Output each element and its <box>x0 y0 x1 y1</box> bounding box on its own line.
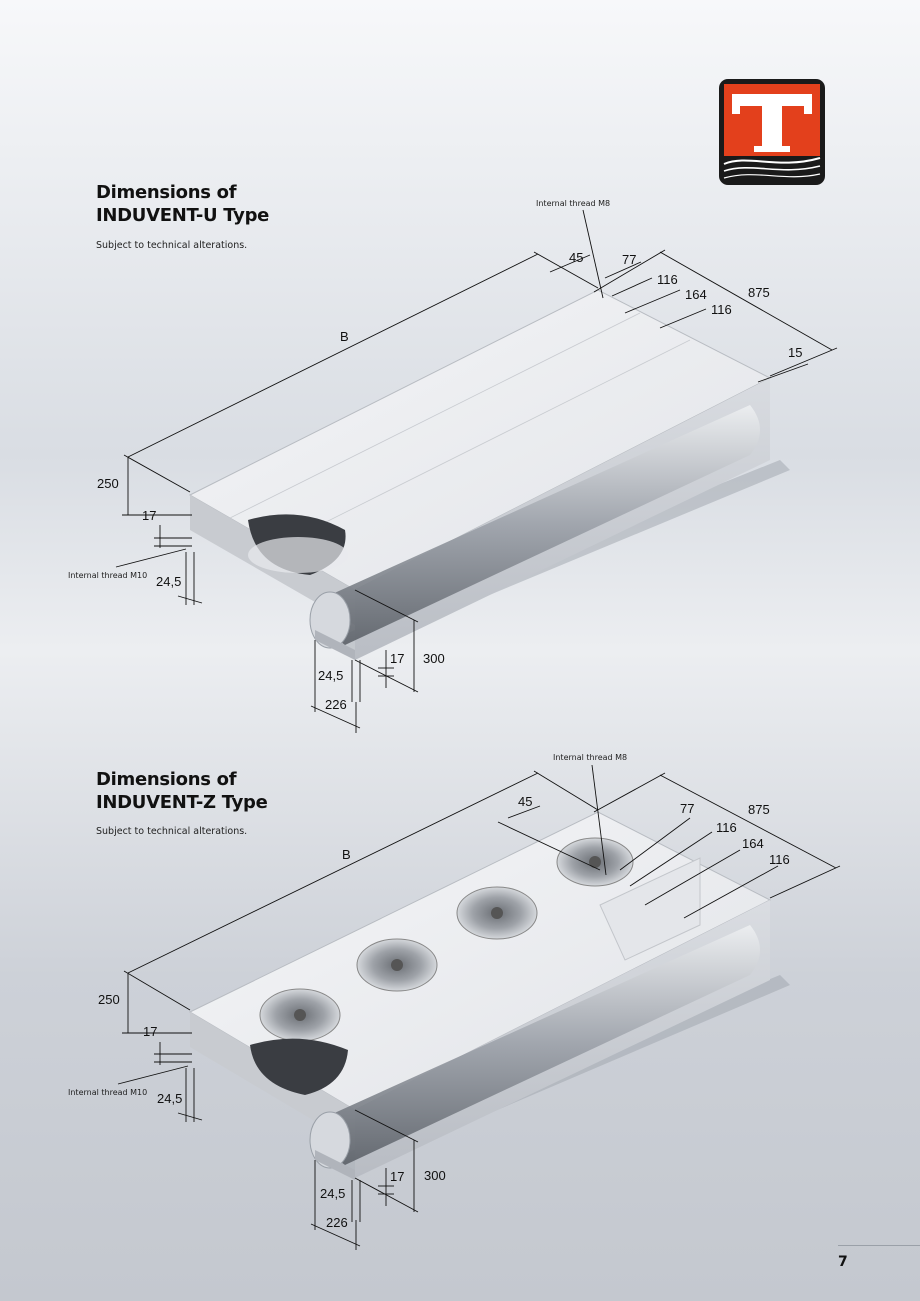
z-dim-24-5-b: 24,5 <box>320 1186 345 1201</box>
u-dim-45: 45 <box>569 250 583 265</box>
z-dim-226: 226 <box>326 1215 348 1230</box>
u-thread-m10: Internal thread M10 <box>68 571 147 580</box>
z-fan-3 <box>456 886 538 940</box>
z-dim-45: 45 <box>518 794 532 809</box>
z-thread-m8: Internal thread M8 <box>553 753 627 762</box>
z-fan-4 <box>556 837 634 887</box>
z-dim-164: 164 <box>742 836 764 851</box>
page-number: 7 <box>838 1254 848 1270</box>
u-dim-17-b: 17 <box>390 651 404 666</box>
z-technical-note: Subject to technical alterations. <box>96 826 248 837</box>
z-dim-250: 250 <box>98 992 120 1007</box>
z-dim-24-5-a: 24,5 <box>157 1091 182 1106</box>
u-dim-15: 15 <box>788 345 802 360</box>
z-heading-line2: INDUVENT-Z Type <box>96 792 268 813</box>
z-type-diagram: B Internal thread M8 45 77 116 164 116 8… <box>68 753 841 1250</box>
u-dim-24-5-a: 24,5 <box>156 574 181 589</box>
u-dim-17-a: 17 <box>142 508 156 523</box>
z-dim-17-b: 17 <box>390 1169 404 1184</box>
u-type-diagram: B 45 Internal thread M8 77 116 164 116 8… <box>68 199 838 733</box>
u-dim-b: B <box>340 329 349 344</box>
z-air-tube <box>322 925 760 1165</box>
u-dim-875: 875 <box>748 285 770 300</box>
u-type-heading: Dimensions of INDUVENT-U Type <box>96 181 269 227</box>
u-dim-300: 300 <box>423 651 445 666</box>
z-heading-line1: Dimensions of <box>96 769 237 790</box>
u-dim-116-b: 116 <box>711 302 732 317</box>
u-heading-line1: Dimensions of <box>96 182 237 203</box>
u-air-tube <box>322 405 760 645</box>
u-dim-164: 164 <box>685 287 707 302</box>
brand-logo <box>719 79 825 185</box>
z-fan-2 <box>356 938 438 992</box>
page-rule <box>838 1245 920 1246</box>
u-dim-77: 77 <box>622 252 636 267</box>
u-technical-note: Subject to technical alterations. <box>96 240 248 251</box>
u-dim-250: 250 <box>97 476 119 491</box>
u-heading-line2: INDUVENT-U Type <box>96 205 270 226</box>
z-dim-116-b: 116 <box>769 852 790 867</box>
u-thread-m8: Internal thread M8 <box>536 199 610 208</box>
z-dim-116-a: 116 <box>716 820 737 835</box>
z-type-heading: Dimensions of INDUVENT-Z Type <box>96 768 268 814</box>
z-fan-1 <box>259 988 341 1042</box>
z-dim-17-a: 17 <box>143 1024 157 1039</box>
z-dim-77: 77 <box>680 801 694 816</box>
z-dim-b: B <box>342 847 351 862</box>
u-dim-226: 226 <box>325 697 347 712</box>
z-dim-875: 875 <box>748 802 770 817</box>
u-dim-116-a: 116 <box>657 272 678 287</box>
z-dim-300: 300 <box>424 1168 446 1183</box>
z-thread-m10: Internal thread M10 <box>68 1088 147 1097</box>
u-dim-24-5-b: 24,5 <box>318 668 343 683</box>
